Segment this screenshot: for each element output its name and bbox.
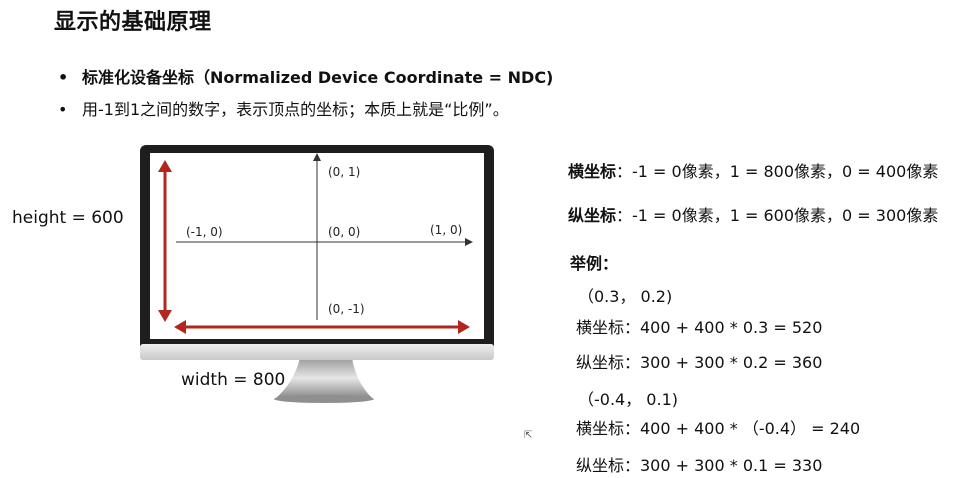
coord-bottom-label: (0, -1) [328, 302, 365, 316]
bullet-ndc: • 标准化设备坐标（Normalized Device Coordinate = … [58, 64, 553, 88]
example-title: 举例： [570, 254, 619, 273]
page-title: 显示的基础原理 [54, 10, 212, 35]
y-mapping: 纵坐标：-1 = 0像素，1 = 600像素，0 = 300像素 [568, 202, 938, 226]
example-2-y: 纵坐标：300 + 300 * 0.1 = 330 [576, 456, 823, 475]
coord-left-label: (-1, 0) [186, 225, 223, 239]
bullet-text: 用-1到1之间的数字，表示顶点的坐标；本质上就是“比例”。 [82, 100, 509, 119]
height-label: height = 600 [12, 208, 124, 228]
monitor-base [274, 395, 374, 403]
x-mapping-text: ：-1 = 0像素，1 = 800像素，0 = 400像素 [616, 162, 939, 181]
monitor-stand [276, 358, 372, 398]
bullet-text: 标准化设备坐标（Normalized Device Coordinate = N… [82, 68, 554, 87]
coord-right-label: (1, 0) [430, 223, 462, 237]
monitor-chin [140, 344, 494, 360]
coord-center-label: (0, 0) [328, 225, 360, 239]
example-2-x: 横坐标：400 + 400 * （-0.4） = 240 [576, 419, 861, 438]
coord-top-label: (0, 1) [328, 165, 360, 179]
example-1-x: 横坐标：400 + 400 * 0.3 = 520 [576, 318, 823, 337]
width-label: width = 800 [181, 370, 286, 390]
example-1-y: 纵坐标：300 + 300 * 0.2 = 360 [576, 353, 823, 372]
bullet-ratio: • 用-1到1之间的数字，表示顶点的坐标；本质上就是“比例”。 [58, 96, 509, 120]
bullet-dot: • [58, 100, 68, 119]
monitor-svg: (0, 1) (0, 0) (-1, 0) (1, 0) (0, -1) [140, 145, 494, 403]
bullet-dot: • [58, 68, 69, 87]
width-arrow [174, 320, 470, 334]
monitor-diagram: (0, 1) (0, 0) (-1, 0) (1, 0) (0, -1) [0, 140, 520, 420]
y-mapping-label: 纵坐标 [568, 206, 617, 225]
height-arrow [158, 160, 172, 322]
example-point-1: （0.3， 0.2) [578, 287, 673, 306]
x-mapping-label: 横坐标 [568, 162, 617, 181]
y-mapping-text: ：-1 = 0像素，1 = 600像素，0 = 300像素 [616, 206, 939, 225]
x-mapping: 横坐标：-1 = 0像素，1 = 800像素，0 = 400像素 [568, 158, 938, 182]
example-point-2: （-0.4， 0.1) [578, 390, 678, 409]
mouse-cursor-icon: ⇱ [524, 430, 533, 441]
